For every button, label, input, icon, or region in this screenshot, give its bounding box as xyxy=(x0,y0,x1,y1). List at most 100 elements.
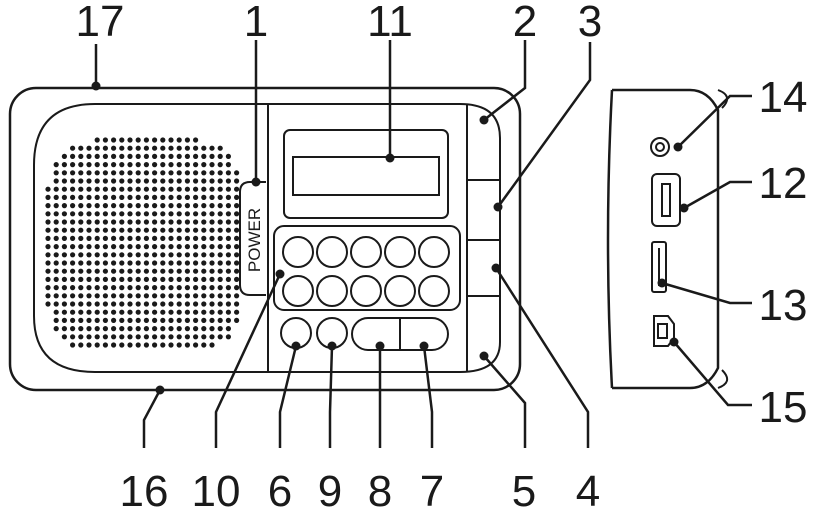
speaker-hole xyxy=(136,334,141,339)
speaker-hole xyxy=(144,228,149,233)
preset-button[interactable] xyxy=(283,276,313,306)
speaker-hole xyxy=(54,211,59,216)
speaker-hole xyxy=(119,252,124,257)
speaker-hole xyxy=(168,269,173,274)
preset-button[interactable] xyxy=(283,237,313,267)
speaker-hole xyxy=(234,318,239,323)
speaker-hole xyxy=(70,277,75,282)
speaker-hole xyxy=(95,219,100,224)
speaker-hole xyxy=(78,228,83,233)
preset-button[interactable] xyxy=(419,237,449,267)
speaker-hole xyxy=(103,285,108,290)
speaker-hole xyxy=(136,187,141,192)
speaker-hole xyxy=(78,318,83,323)
speaker-hole xyxy=(62,211,67,216)
speaker-hole xyxy=(152,219,157,224)
speaker-hole xyxy=(234,170,239,175)
speaker-hole xyxy=(70,342,75,347)
speaker-hole xyxy=(218,154,223,159)
speaker-hole xyxy=(209,219,214,224)
speaker-hole xyxy=(144,244,149,249)
speaker-hole xyxy=(54,170,59,175)
speaker-hole xyxy=(127,301,132,306)
speaker-hole xyxy=(152,146,157,151)
speaker-hole xyxy=(119,301,124,306)
speaker-hole xyxy=(209,252,214,257)
speaker-hole xyxy=(168,162,173,167)
speaker-hole xyxy=(177,211,182,216)
speaker-hole xyxy=(185,310,190,315)
speaker-hole xyxy=(136,277,141,282)
speaker-hole xyxy=(111,203,116,208)
speaker-hole xyxy=(136,154,141,159)
speaker-hole xyxy=(209,211,214,216)
speaker-hole xyxy=(168,318,173,323)
speaker-hole xyxy=(177,334,182,339)
speaker-hole xyxy=(218,285,223,290)
speaker-hole xyxy=(226,301,231,306)
speaker-hole xyxy=(144,178,149,183)
speaker-hole xyxy=(119,326,124,331)
speaker-hole xyxy=(185,334,190,339)
speaker-hole xyxy=(54,318,59,323)
speaker-hole xyxy=(160,146,165,151)
speaker-hole xyxy=(78,244,83,249)
preset-button-group xyxy=(274,226,460,310)
preset-button[interactable] xyxy=(419,276,449,306)
speaker-hole xyxy=(218,178,223,183)
speaker-hole xyxy=(144,334,149,339)
preset-button[interactable] xyxy=(317,276,347,306)
speaker-hole xyxy=(127,269,132,274)
speaker-hole xyxy=(160,137,165,142)
speaker-hole xyxy=(86,195,91,200)
speaker-hole xyxy=(193,252,198,257)
speaker-hole xyxy=(62,318,67,323)
speaker-hole xyxy=(111,318,116,323)
speaker-hole xyxy=(185,285,190,290)
speaker-hole xyxy=(119,187,124,192)
callout-dot-13 xyxy=(658,279,667,288)
speaker-hole xyxy=(152,154,157,159)
speaker-hole xyxy=(78,178,83,183)
callout-number-7: 7 xyxy=(420,467,444,513)
speaker-hole xyxy=(209,146,214,151)
speaker-hole xyxy=(95,228,100,233)
callout-number-13: 13 xyxy=(759,281,808,330)
speaker-hole xyxy=(70,178,75,183)
speaker-hole xyxy=(234,211,239,216)
callout-leader-16 xyxy=(144,390,160,448)
speaker-hole xyxy=(160,252,165,257)
speaker-hole xyxy=(119,170,124,175)
speaker-hole xyxy=(234,203,239,208)
speaker-hole xyxy=(111,236,116,241)
speaker-hole xyxy=(70,260,75,265)
preset-button[interactable] xyxy=(385,276,415,306)
speaker-hole xyxy=(185,260,190,265)
speaker-hole xyxy=(201,195,206,200)
speaker-hole xyxy=(144,170,149,175)
speaker-grille xyxy=(45,137,239,347)
speaker-hole xyxy=(209,170,214,175)
speaker-hole xyxy=(218,203,223,208)
speaker-hole xyxy=(152,170,157,175)
speaker-hole xyxy=(62,326,67,331)
speaker-hole xyxy=(201,342,206,347)
speaker-hole xyxy=(54,178,59,183)
speaker-hole xyxy=(54,293,59,298)
speaker-hole xyxy=(185,293,190,298)
speaker-hole xyxy=(86,277,91,282)
speaker-hole xyxy=(234,252,239,257)
speaker-hole xyxy=(234,293,239,298)
preset-button[interactable] xyxy=(351,276,381,306)
speaker-hole xyxy=(193,244,198,249)
callout-dot-8 xyxy=(376,342,385,351)
preset-button[interactable] xyxy=(385,237,415,267)
speaker-hole xyxy=(62,228,67,233)
preset-button[interactable] xyxy=(317,237,347,267)
speaker-hole xyxy=(119,260,124,265)
speaker-hole xyxy=(226,154,231,159)
callout-leader-7 xyxy=(424,346,432,448)
preset-button[interactable] xyxy=(351,237,381,267)
speaker-hole xyxy=(144,203,149,208)
speaker-hole xyxy=(234,260,239,265)
